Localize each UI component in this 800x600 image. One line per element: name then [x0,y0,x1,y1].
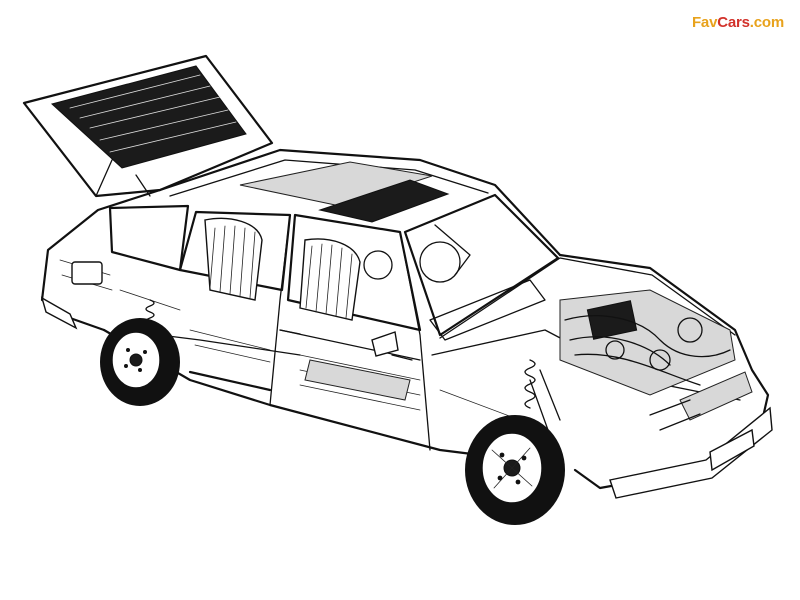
body-trim [279,329,413,361]
favcars-watermark-logo: FavCars.com [692,14,784,31]
rear-wheel [100,318,180,406]
chassis-details [59,259,521,421]
engine-bay [524,289,736,431]
watermark-domain: .com [749,14,784,31]
watermark-fav: Fav [691,14,718,31]
front-wheel [465,415,565,525]
seats [204,217,471,321]
open-tailgate [22,54,274,198]
cabin-windows [178,193,560,451]
watermark-cars: Cars [717,14,750,31]
